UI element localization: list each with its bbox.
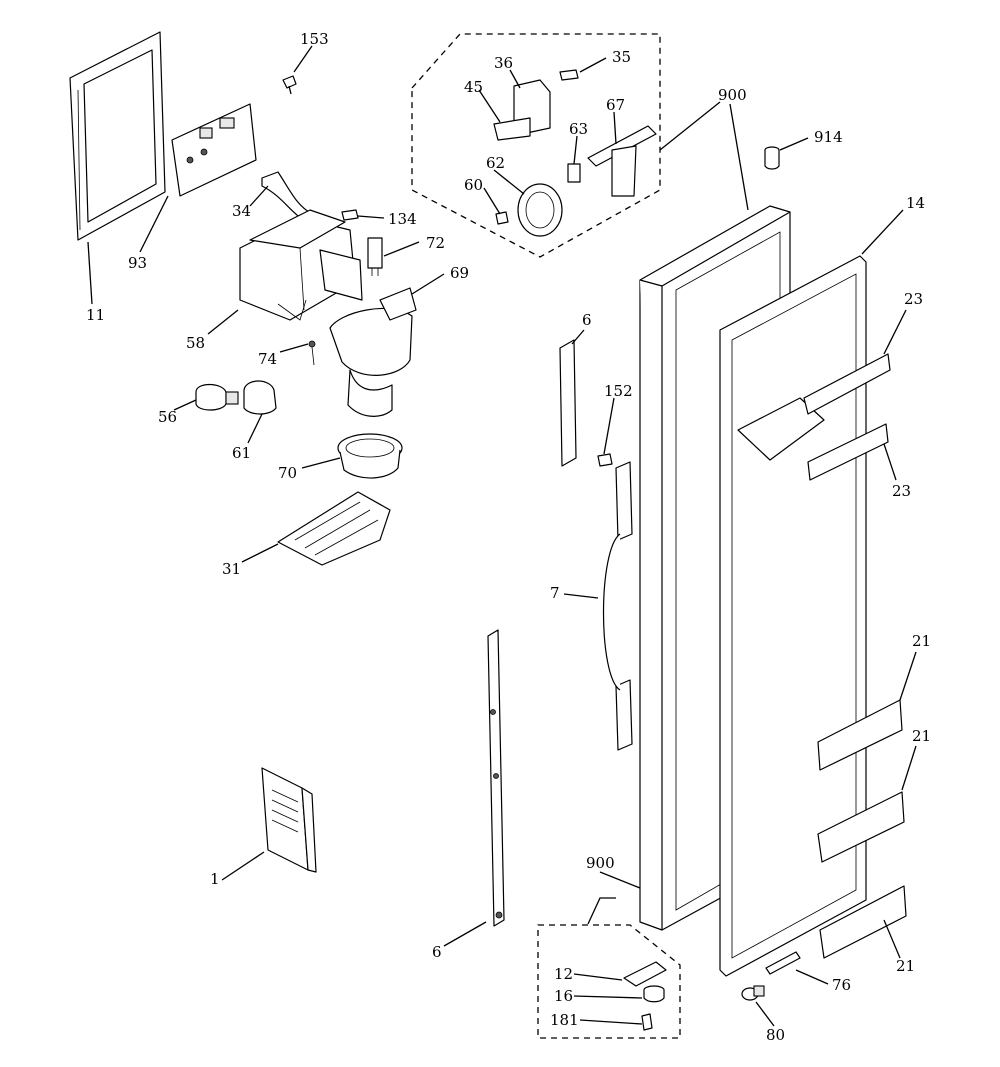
callout-16: 16 [554, 987, 573, 1005]
part-7-handle [602, 461, 633, 751]
callout-62: 62 [486, 154, 505, 172]
callout-181: 181 [550, 1011, 579, 1029]
part-70-ring [337, 433, 403, 479]
part-74-spring [308, 340, 316, 366]
callout-34: 34 [232, 202, 251, 220]
part-153-screw [282, 75, 297, 95]
callout-14: 14 [906, 194, 925, 212]
kit-900-bottom-outline [537, 924, 681, 1039]
callout-35: 35 [612, 48, 631, 66]
part-45-bracket [493, 117, 531, 141]
part-11-frame [69, 31, 166, 241]
callout-76: 76 [832, 976, 851, 994]
part-23-bar-upper [803, 353, 891, 415]
callout-21-first: 21 [912, 632, 931, 650]
callout-70: 70 [278, 464, 297, 482]
part-14-liner [719, 255, 867, 977]
part-914-cap [764, 146, 780, 170]
callout-7: 7 [550, 584, 560, 602]
part-31-drip-tray [277, 491, 391, 566]
part-6-rail-top [559, 339, 577, 467]
callout-12: 12 [554, 965, 573, 983]
part-62-ring [517, 183, 563, 237]
part-181-screw [641, 1013, 653, 1031]
part-16-bushing [643, 985, 665, 1003]
callout-11: 11 [86, 306, 105, 324]
part-35-screw [559, 69, 579, 81]
callout-152: 152 [604, 382, 633, 400]
callout-74: 74 [258, 350, 277, 368]
callout-914: 914 [814, 128, 843, 146]
callout-58: 58 [186, 334, 205, 352]
part-23-bar-lower [807, 423, 889, 481]
part-76-tube [765, 951, 801, 975]
part-69-chute [329, 287, 417, 417]
callout-1: 1 [210, 870, 220, 888]
callout-72: 72 [426, 234, 445, 252]
part-67-lever [587, 125, 657, 197]
callout-23-lower: 23 [892, 482, 911, 500]
callout-67: 67 [606, 96, 625, 114]
callout-21-third: 21 [896, 957, 915, 975]
callout-93: 93 [128, 254, 147, 272]
callout-36: 36 [494, 54, 513, 72]
part-152-screw [597, 453, 613, 467]
part-58-dispenser-housing [239, 209, 363, 321]
callout-23-upper: 23 [904, 290, 923, 308]
part-6-rail-bottom [487, 629, 505, 927]
leader-lines [87, 45, 917, 1027]
part-93-control-board [171, 103, 257, 197]
part-61-plunger [243, 380, 277, 415]
callout-31: 31 [222, 560, 241, 578]
callout-45: 45 [464, 78, 483, 96]
part-56-solenoid [195, 383, 239, 411]
part-12-hinge-bracket [623, 961, 667, 987]
callout-134: 134 [388, 210, 417, 228]
callout-80: 80 [766, 1026, 785, 1044]
part-21-bin-3 [819, 885, 907, 959]
callout-60: 60 [464, 176, 483, 194]
callout-6-bottom: 6 [432, 943, 442, 961]
callout-153: 153 [300, 30, 329, 48]
callout-900-top: 900 [718, 86, 747, 104]
part-63-spring [567, 163, 581, 183]
part-80-fitting [741, 985, 765, 1001]
callout-63: 63 [569, 120, 588, 138]
callout-61: 61 [232, 444, 251, 462]
part-1-manual [261, 767, 317, 873]
part-21-bin-1 [817, 699, 903, 771]
callout-69: 69 [450, 264, 469, 282]
callout-900-bottom: 900 [586, 854, 615, 872]
part-60-screw [495, 211, 509, 225]
part-21-bin-2 [817, 791, 905, 863]
callout-6-top: 6 [582, 311, 592, 329]
callout-21-second: 21 [912, 727, 931, 745]
callout-56: 56 [158, 408, 177, 426]
part-72-switch [367, 237, 383, 276]
part-134-screw [341, 209, 359, 221]
